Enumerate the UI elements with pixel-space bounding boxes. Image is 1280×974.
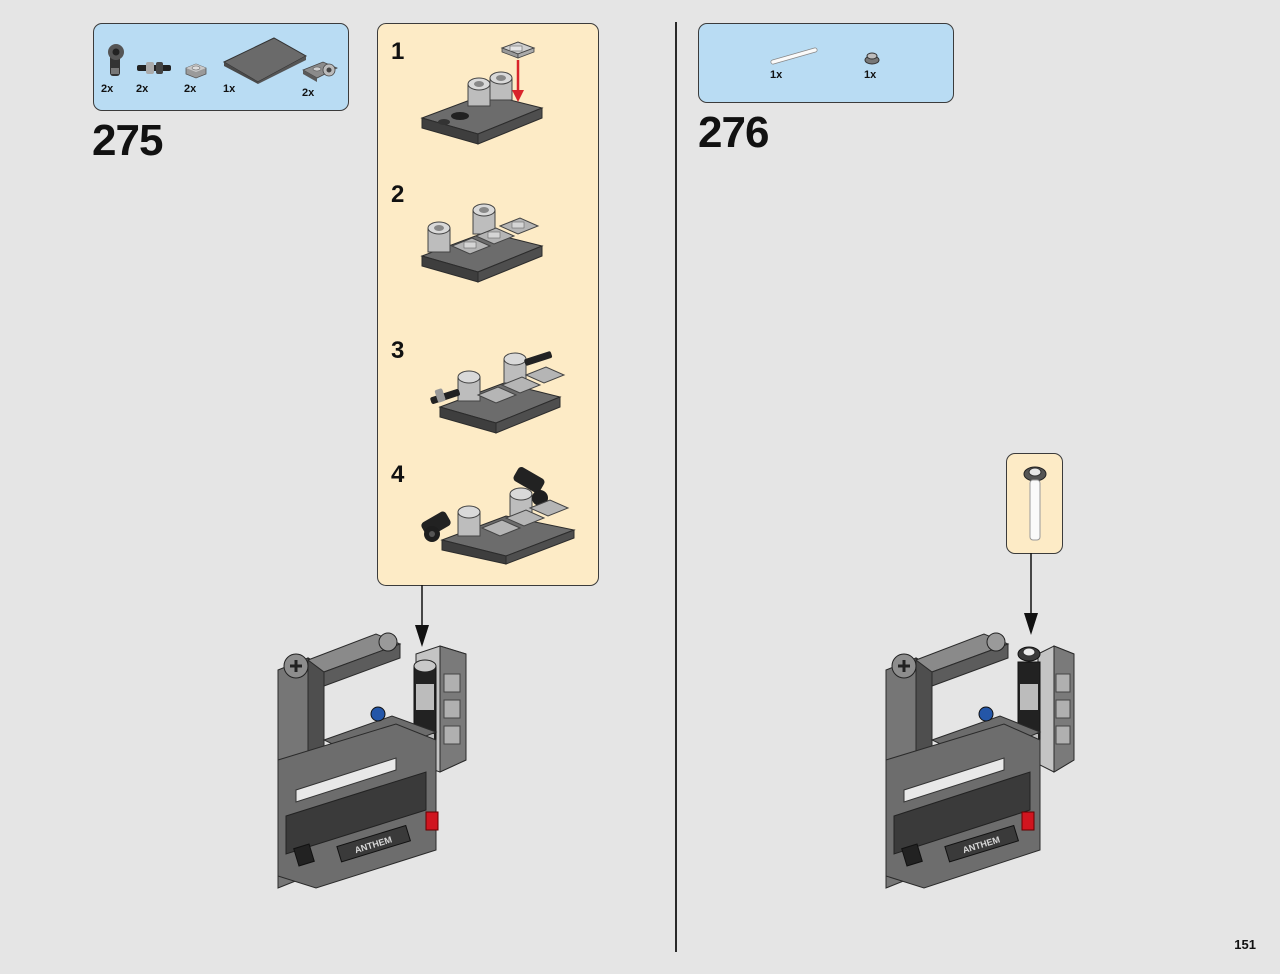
sub-assembly-box: 1 2 3 4 (377, 23, 599, 586)
step-275-parts-box: 2x 2x 2x 1x 2x (93, 23, 349, 111)
axle-joiner-icon (137, 62, 171, 74)
part-qty: 1x (864, 69, 877, 81)
substep-2-illustration (420, 203, 544, 283)
substep-4-illustration (421, 467, 576, 565)
bar-with-stud-illustration (1023, 466, 1047, 541)
part-qty: 2x (136, 83, 149, 95)
substep-1-illustration (420, 41, 544, 145)
part-qty: 2x (302, 87, 315, 99)
white-bar-icon (770, 47, 818, 65)
part-qty: 1x (770, 69, 783, 81)
part-qty: 2x (101, 83, 114, 95)
substep-number: 4 (391, 461, 405, 488)
step-number: 276 (698, 108, 769, 157)
substep-3-illustration (430, 351, 566, 434)
page-divider (675, 22, 677, 952)
callout-box (1006, 453, 1063, 554)
main-model-illustration: ANTHEM (277, 632, 467, 889)
substep-number: 1 (391, 38, 405, 65)
page-number: 151 (1234, 937, 1256, 952)
part-qty: 1x (223, 83, 236, 95)
round-stud-icon (864, 52, 880, 65)
placement-arrow (1024, 553, 1038, 635)
plate-1x1-icon (185, 63, 207, 79)
plate-with-clip-icon (302, 61, 338, 82)
substep-number: 2 (391, 181, 405, 208)
step-276-parts-box: 1x 1x (698, 23, 954, 103)
placement-arrow (415, 585, 429, 647)
substep-number: 3 (391, 337, 405, 364)
pin-connector-icon (108, 44, 124, 76)
main-model-illustration: ANTHEM (885, 632, 1075, 889)
part-qty: 2x (184, 83, 197, 95)
wedge-slope-icon (222, 37, 308, 84)
step-number: 275 (92, 116, 163, 165)
